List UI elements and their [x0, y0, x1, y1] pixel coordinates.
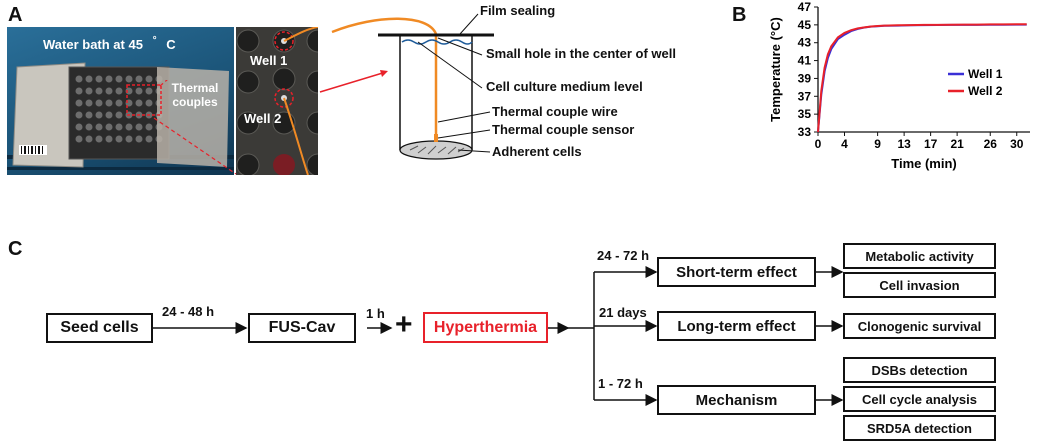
water-bath-illustration [7, 62, 234, 170]
y-axis-label: Temperature (°C) [768, 17, 783, 122]
small-hole-label: Small hole in the center of well [486, 46, 676, 61]
film-sealing-label: Film sealing [480, 3, 556, 18]
x-tick-label: 4 [841, 137, 848, 151]
x-tick-label: 13 [897, 137, 911, 151]
legend-label: Well 1 [968, 67, 1003, 81]
seed-cells-box: Seed cells [46, 313, 153, 343]
short-term-time: 24 - 72 h [597, 248, 650, 263]
temperature-chart: 33 35 37 39 41 43 45 47 0 4 9 13 17 21 26 30 Well 1 Well… [768, 0, 1030, 171]
x-tick-label: 21 [950, 137, 964, 151]
y-tick-label: 39 [798, 71, 812, 85]
wells-closeup-photo: Well 1 Well 2 [236, 27, 318, 175]
wells-closeup-illustration [236, 27, 318, 175]
dsbs-detection-box: DSBs detection [843, 357, 996, 383]
well-schematic [319, 13, 494, 160]
long-term-effect-box: Long-term effect [657, 311, 816, 341]
flow-arrows [153, 266, 844, 406]
y-tick-label: 41 [798, 54, 812, 68]
y-tick-label: 35 [798, 107, 812, 121]
sensor-label: Thermal couple sensor [492, 122, 635, 137]
y-tick-label: 47 [798, 0, 812, 14]
fus-to-hyper-time: 1 h [366, 306, 385, 321]
y-tick-label: 37 [798, 89, 812, 103]
srd5a-detection-box: SRD5A detection [843, 415, 996, 441]
fus-cav-box: FUS-Cav [248, 313, 356, 343]
well1-label: Well 1 [250, 53, 288, 68]
legend-label: Well 2 [968, 84, 1003, 98]
seed-to-fus-time: 24 - 48 h [162, 304, 215, 319]
bath-label: Water bath at 45 ° C [43, 35, 176, 52]
water-bath-photo: Water bath at 45 ° C Thermal couples [7, 27, 234, 175]
panel-b-letter: B [732, 4, 747, 26]
x-tick-label: 9 [874, 137, 881, 151]
short-term-effect-box: Short-term effect [657, 257, 816, 287]
medium-level-label: Cell culture medium level [486, 79, 643, 94]
plus-sign: + [395, 308, 413, 341]
series-line-well-2 [817, 23, 1027, 133]
cell-cycle-analysis-box: Cell cycle analysis [843, 386, 996, 412]
clonogenic-survival-box: Clonogenic survival [843, 313, 996, 339]
x-tick-label: 30 [1010, 137, 1024, 151]
panel-c-letter: C [8, 238, 23, 260]
y-tick-label: 45 [798, 18, 812, 32]
x-tick-label: 26 [984, 137, 998, 151]
long-term-time: 21 days [599, 305, 647, 320]
x-axis-label: Time (min) [891, 156, 957, 171]
y-tick-label: 43 [798, 36, 812, 50]
zoom-connectors [153, 80, 237, 175]
x-tick-label: 0 [815, 137, 822, 151]
panel-a-letter: A [8, 4, 23, 26]
hyperthermia-box: Hyperthermia [423, 312, 548, 343]
wire-label: Thermal couple wire [492, 104, 618, 119]
y-tick-label: 33 [798, 125, 812, 139]
mechanism-time: 1 - 72 h [598, 376, 643, 391]
x-tick-label: 17 [924, 137, 938, 151]
mechanism-box: Mechanism [657, 385, 816, 415]
well2-label: Well 2 [244, 111, 282, 126]
thermal-couples-label: Thermal couples [171, 81, 219, 109]
adherent-cells-label: Adherent cells [492, 144, 582, 159]
cell-invasion-box: Cell invasion [843, 272, 996, 298]
degree-sign: ° [152, 35, 157, 46]
metabolic-activity-box: Metabolic activity [843, 243, 996, 269]
